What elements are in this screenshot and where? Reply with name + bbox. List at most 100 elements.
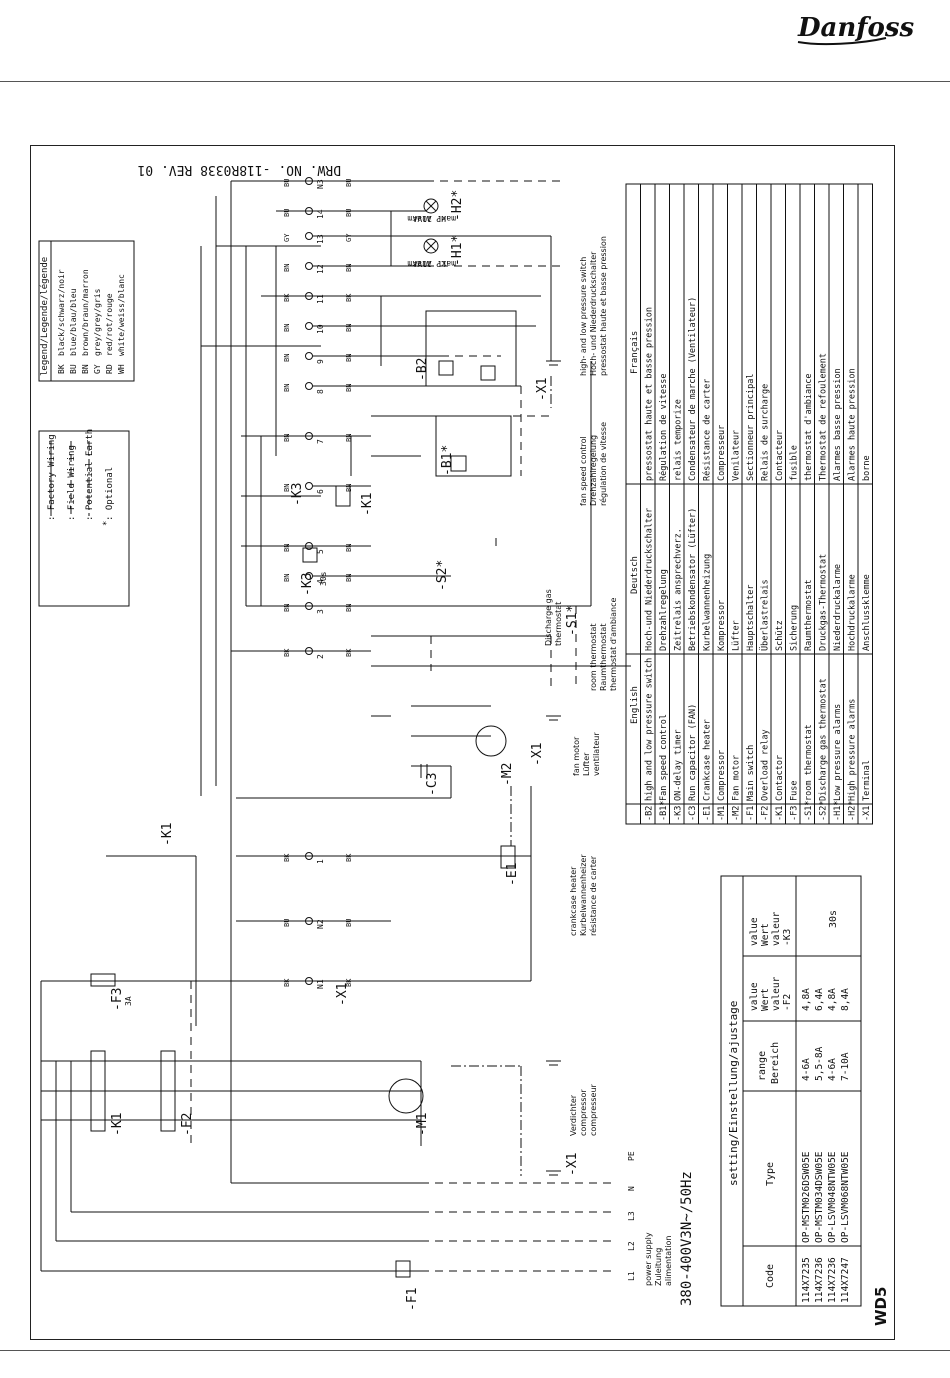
wire-color-left: BU: [283, 919, 291, 927]
fan-speed-caption-1: fan speed control: [579, 436, 588, 506]
discharge-caption-2: thermostat: [554, 602, 563, 646]
row-francais: pressostat haute et basse pression: [645, 307, 655, 481]
color-code-bu: BU: [69, 364, 78, 374]
wire-color-left: BN: [283, 354, 291, 362]
crankcase-caption-3: résistance de carter: [588, 855, 598, 936]
wire-color-right: BN: [345, 434, 353, 442]
legend-potential-earth: : Potential Earth: [85, 429, 95, 521]
wire-color-left: BN: [283, 264, 291, 272]
table-header-english: English: [630, 686, 640, 724]
color-code-gy: GY: [93, 364, 102, 374]
row-english: Crankcase heater: [703, 719, 713, 801]
hp-alarm-lamp: [423, 198, 439, 214]
wire-color-left: BN: [283, 484, 291, 492]
crankcase-caption-2: Kurbelwannenheizer: [579, 854, 588, 936]
terminal-number: 6: [316, 489, 325, 494]
supply-l3: L3: [627, 1211, 636, 1221]
terminal-9: [305, 352, 313, 360]
row-francais: Condensateur de marche (Ventilateur): [688, 297, 698, 481]
row-english: high and low pressure switch: [645, 658, 655, 801]
terminal-number: 11: [316, 294, 325, 304]
settings-header-range: range: [757, 1051, 768, 1081]
settings-range: 4-6A: [827, 1058, 838, 1081]
terminal-number: 7: [316, 439, 325, 444]
wire-color-right: BN: [345, 384, 353, 392]
row-designator: -H2*: [848, 801, 858, 821]
terminal-4: [305, 572, 313, 580]
settings-value-f2: 4,8A: [827, 988, 838, 1011]
row-francais: fusible: [790, 445, 800, 481]
row-francais: Contacteur: [775, 430, 785, 481]
row-english: room thermostat: [804, 724, 814, 801]
row-deutsch: Hochdruckalarme: [848, 574, 858, 651]
wire-color-left: BN: [283, 384, 291, 392]
crankcase-caption-1: crankcase heater: [569, 866, 578, 936]
settings-type: OP-LSVM068NTW05E: [840, 1151, 851, 1243]
row-deutsch: Kurbelwannenheizung: [703, 554, 713, 651]
terminal-number: N3: [316, 179, 325, 189]
row-designator: -F3: [790, 806, 800, 821]
row-english: Terminal: [862, 760, 872, 801]
wire-color-right: BK: [345, 978, 353, 987]
row-english: Overload relay: [761, 729, 771, 801]
color-name-gy: grey/grey/gris: [93, 288, 102, 356]
row-designator: -B2: [645, 806, 655, 821]
settings-header-f2: value: [749, 982, 760, 1011]
f1-label: -F1: [405, 1288, 420, 1311]
color-code-bk: BK: [57, 364, 66, 374]
k3-timer-label: -K3: [300, 573, 315, 596]
pressure-switch-symbol: [425, 310, 517, 387]
wire-color-left: BN: [283, 604, 291, 612]
terminal-number: 9: [316, 359, 325, 364]
color-name-rd: red/rot/rouge: [105, 293, 114, 356]
settings-value-f2: 6,4A: [814, 988, 825, 1011]
row-deutsch: Hauptschalter: [746, 584, 756, 651]
supply-l2: L2: [627, 1241, 636, 1251]
footer-rule: [0, 1350, 950, 1351]
row-francais: Relais de surcharge: [761, 384, 771, 481]
row-designator: -F2: [761, 806, 771, 821]
settings-code: 114X7247: [840, 1257, 851, 1303]
overload-relay-symbol: [160, 1050, 176, 1132]
s1-label: -S1*: [565, 605, 580, 636]
row-francais: thermostat d'ambiance: [804, 374, 814, 481]
row-deutsch: Kompressor: [717, 600, 727, 651]
room-thermo-caption-3: thermostat d'ambiance: [609, 598, 618, 691]
fan-speed-caption-2: Drehzahlregelung: [589, 435, 598, 506]
row-francais: Alarmes basse pression: [833, 368, 843, 481]
terminal-number: N2: [316, 919, 325, 929]
row-francais: Venilateur: [732, 430, 742, 481]
wire-color-left: BK: [283, 853, 291, 862]
row-francais: Thermostat de refoulement: [819, 353, 829, 481]
k1-coil-label: -K1: [160, 823, 175, 846]
row-francais: Alarmes haute pression: [848, 368, 858, 481]
optional-star: *: [102, 521, 112, 526]
settings-code: 114X7236: [814, 1257, 825, 1303]
settings-code: 114X7235: [801, 1257, 812, 1303]
color-code-rd: RD: [105, 364, 114, 374]
table-header-francais: Français: [630, 331, 640, 374]
settings-range: 7-10A: [840, 1052, 851, 1081]
power-supply-line-1: power supply: [644, 1232, 653, 1286]
row-designator: -S2*: [819, 801, 829, 821]
power-supply-line-2: Zuleitung: [654, 1248, 663, 1286]
supply-l1: L1: [627, 1271, 636, 1281]
wire-color-right: GY: [345, 233, 353, 242]
row-english: Fan speed control: [659, 714, 669, 801]
row-designator: -K3: [674, 806, 684, 821]
wire-color-left: BN: [283, 544, 291, 552]
row-deutsch: Schütz: [775, 620, 785, 651]
row-deutsch: Niederdruckalarme: [833, 564, 843, 651]
wire-color-right: BN: [345, 354, 353, 362]
color-code-bn: BN: [81, 364, 90, 374]
page-label: WD5: [872, 1287, 890, 1326]
settings-value-f2: 8,4A: [840, 988, 851, 1011]
wire-color-left: BU: [283, 179, 291, 187]
supply-n: N: [627, 1186, 636, 1191]
row-english: Run capacitor (FAN): [688, 704, 698, 801]
wire-color-right: BK: [345, 648, 353, 657]
row-deutsch: Lüfter: [732, 620, 742, 651]
row-deutsch: Anschlussklemme: [862, 574, 872, 651]
fan-caption-3: ventilateur: [592, 732, 601, 776]
settings-header-k3: -K3: [782, 929, 793, 946]
